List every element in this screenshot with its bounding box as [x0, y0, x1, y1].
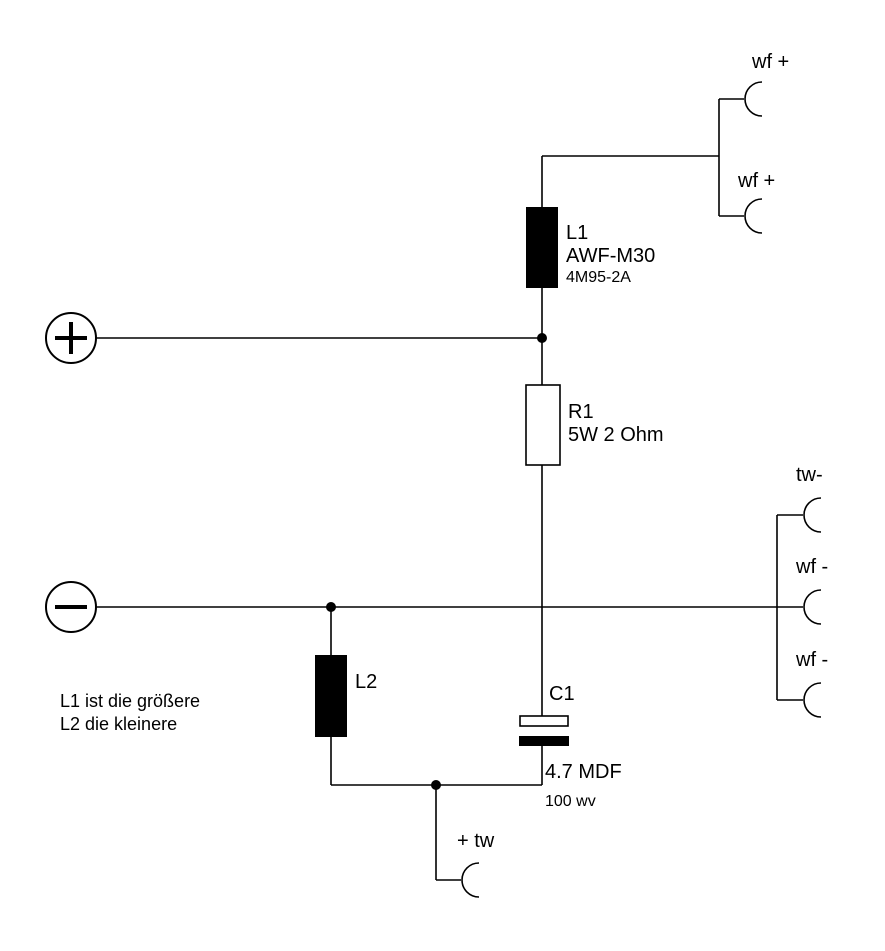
tw-minus-label: tw- — [796, 464, 823, 486]
junction-dot-plus — [537, 333, 547, 343]
wf-plus-connector-1 — [744, 81, 763, 117]
wf-minus-connector-2 — [803, 682, 822, 718]
inductor-l1 — [526, 207, 558, 288]
wf-minus-label-2: wf - — [795, 649, 828, 671]
plus-input-terminal — [45, 312, 97, 364]
wf-minus-connector-1 — [803, 589, 822, 625]
l1-part: AWF-M30 — [566, 245, 655, 267]
junction-dot-minus — [326, 602, 336, 612]
c1-voltage: 100 wv — [545, 793, 596, 810]
l2-name: L2 — [355, 671, 377, 693]
capacitor-c1 — [519, 715, 569, 746]
note-line-1: L1 ist die größere — [60, 691, 200, 711]
wf-minus-label-1: wf - — [795, 556, 828, 578]
note-line-2: L2 die kleinere — [60, 714, 177, 734]
resistor-r1 — [525, 384, 561, 466]
minus-input-terminal — [45, 581, 97, 633]
wf-plus-label-2: wf + — [737, 170, 775, 192]
wires — [96, 98, 803, 881]
wf-plus-connector-2 — [744, 198, 763, 234]
tw-plus-connector — [461, 862, 480, 898]
r1-spec: 5W 2 Ohm — [568, 424, 664, 446]
tw-plus-label: + tw — [457, 830, 495, 852]
inductor-l2 — [315, 655, 347, 737]
l1-code: 4M95-2A — [566, 269, 631, 286]
l1-name: L1 — [566, 222, 588, 244]
tw-minus-connector — [803, 497, 822, 533]
junction-dot-bottom — [431, 780, 441, 790]
c1-value: 4.7 MDF — [545, 761, 622, 783]
c1-name: C1 — [549, 683, 575, 705]
wf-plus-label-1: wf + — [751, 51, 789, 73]
r1-name: R1 — [568, 401, 594, 423]
